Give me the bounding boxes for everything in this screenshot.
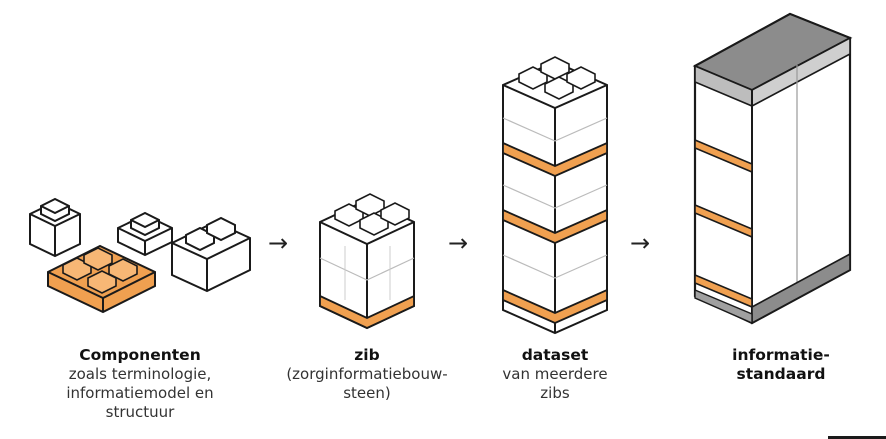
stage-title: informatie-: [732, 346, 830, 364]
dataset-tower-icon: [502, 56, 608, 335]
flat-block-icon: [117, 211, 173, 257]
corner-mark: [828, 436, 886, 439]
components-group: [29, 197, 251, 314]
diagram: → → →: [29, 12, 853, 335]
stage-title: zib: [354, 346, 380, 364]
cabinet-icon: [692, 12, 853, 325]
stage-subtitle-line: steen): [343, 384, 391, 402]
small-block-icon: [29, 197, 81, 258]
long-block-icon: [171, 216, 251, 293]
caption-componenten: Componenten zoals terminologie, informat…: [45, 346, 235, 422]
arrow-right-icon: →: [630, 229, 650, 257]
stage-subtitle-line: van meerdere: [502, 365, 608, 383]
stage-title: dataset: [521, 346, 589, 364]
arrow-right-icon: →: [448, 229, 468, 257]
stage-subtitle-line: (zorginformatiebouw-: [286, 365, 448, 383]
stage-subtitle-line: informatiemodel en: [66, 384, 214, 402]
stage-subtitle-line: zibs: [540, 384, 570, 402]
stage-subtitle-line: zoals terminologie,: [68, 365, 212, 383]
caption-informatiestandaard: informatie- standaard: [686, 346, 876, 384]
zib-cube-icon: [319, 193, 415, 330]
stage-title: Componenten: [79, 346, 201, 364]
arrow-right-icon: →: [268, 229, 288, 257]
caption-dataset: dataset van meerdere zibs: [460, 346, 650, 403]
stage-title-line-2: standaard: [736, 365, 826, 383]
stage-subtitle-line: structuur: [105, 403, 175, 421]
orange-plate-icon: [47, 244, 156, 314]
caption-zib: zib (zorginformatiebouw- steen): [272, 346, 462, 403]
